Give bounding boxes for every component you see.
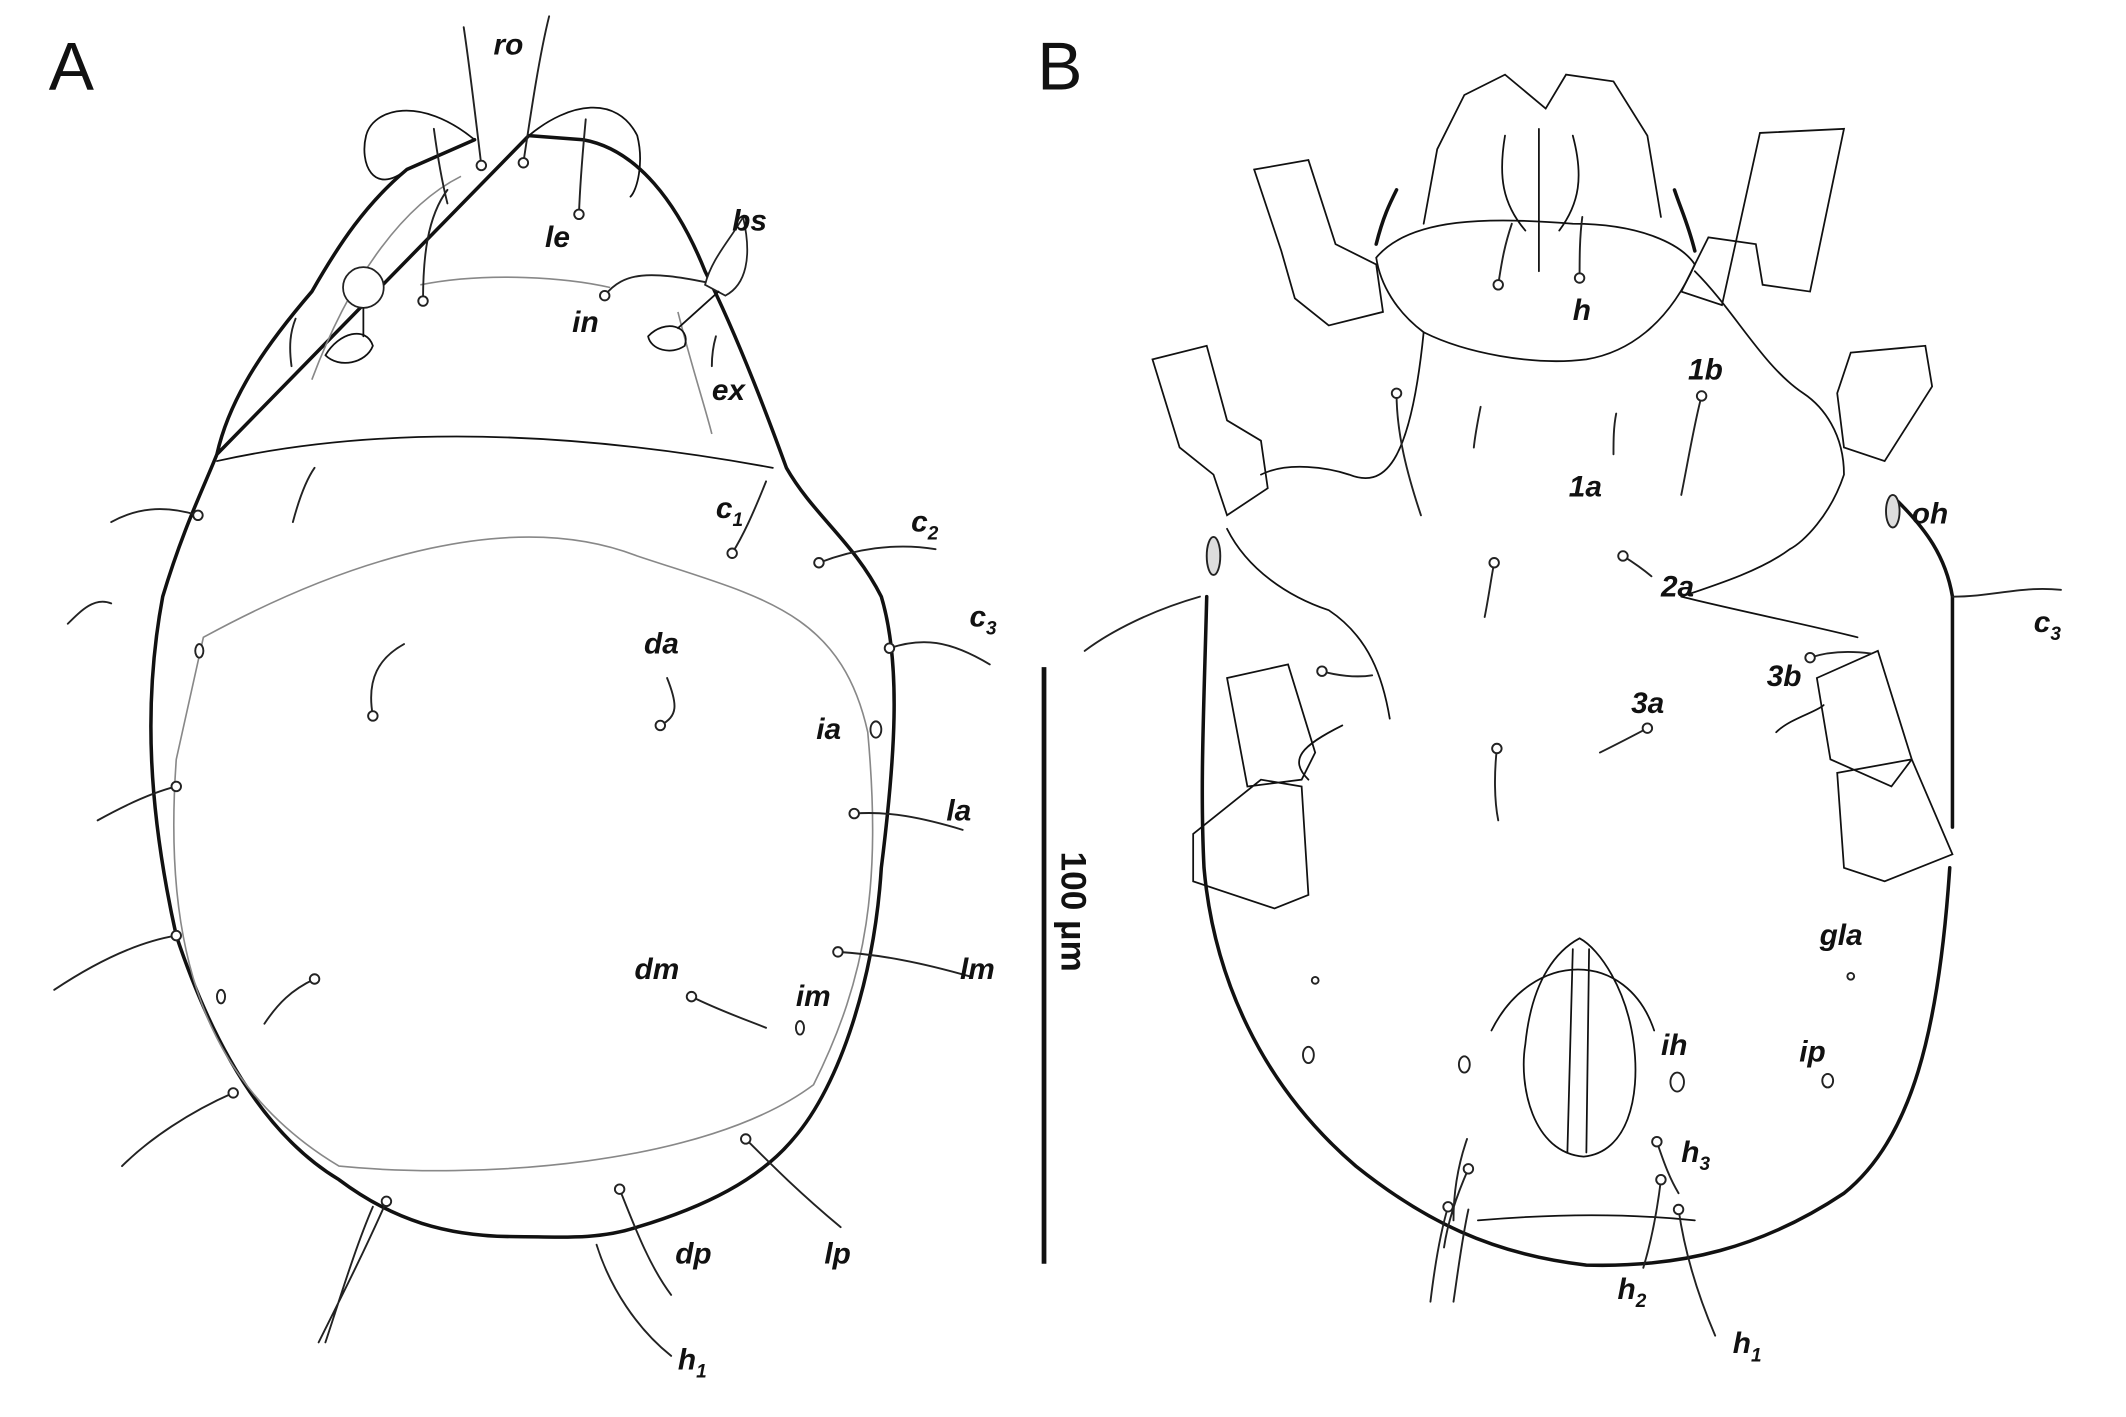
label-ex: ex [712, 374, 747, 407]
label-gla: gla [1819, 919, 1863, 952]
label-1a: 1a [1569, 470, 1602, 503]
label-in: in [572, 306, 599, 339]
label-c3: c3 [2034, 606, 2062, 645]
panel-label-b: B [1037, 30, 1082, 105]
body-outline [149, 133, 896, 1239]
label-h1: h1 [678, 1343, 707, 1382]
label-h2: h2 [1618, 1273, 1647, 1312]
sensillus-right [704, 214, 749, 297]
sensillus-left [342, 266, 385, 309]
label-1b: 1b [1688, 354, 1723, 387]
label-ip: ip [1799, 1036, 1826, 1069]
setae-b [1083, 216, 2062, 1337]
rostrum-lobes [363, 106, 641, 198]
label-dm: dm [635, 953, 680, 986]
seta-labels-b: h 1b 1a oh 2a c3 3b 3a gla ih ip h3 h2 h… [1569, 294, 2062, 1366]
label-la: la [946, 794, 971, 827]
body-outline [1200, 188, 1955, 1268]
label-3b: 3b [1767, 660, 1802, 693]
label-bs: bs [732, 205, 767, 238]
lamella-line [311, 175, 713, 435]
panel-a-dorsal-view: A ro le bs in [49, 15, 998, 1383]
setae-a [53, 15, 991, 1357]
panel-label-a: A [49, 30, 95, 105]
label-lp: lp [824, 1238, 850, 1271]
bothridium-left [324, 306, 374, 364]
bothridium-right [647, 290, 720, 352]
inner-outline [173, 536, 874, 1172]
label-h3: h3 [1681, 1136, 1710, 1175]
scale-bar-label: 100 µm [1054, 852, 1093, 972]
coxisternum [1226, 270, 1859, 781]
label-c2: c2 [911, 506, 939, 545]
prodorsum-boundary [216, 435, 774, 469]
label-le: le [545, 221, 570, 254]
legs [1151, 127, 1954, 910]
panel-b-ventral-view: B h 1b 1a oh 2a c3 3b [1037, 30, 2062, 1366]
label-h1: h1 [1733, 1327, 1762, 1366]
seta-labels-a: ro le bs in ex c1 c2 c3 da ia la lm dm i… [494, 28, 998, 1382]
label-c3: c3 [969, 600, 997, 639]
label-lm: lm [960, 953, 995, 986]
label-ih: ih [1661, 1029, 1688, 1062]
label-h: h [1573, 294, 1591, 327]
label-c1: c1 [716, 492, 743, 531]
genital-anal-plate [1477, 937, 1696, 1222]
label-ia: ia [816, 713, 841, 746]
label-3a: 3a [1631, 687, 1664, 720]
label-im: im [796, 980, 831, 1013]
label-2a: 2a [1660, 571, 1694, 604]
label-ro: ro [494, 28, 524, 61]
gnathosoma [1375, 73, 1696, 362]
label-dp: dp [675, 1238, 711, 1271]
scale-bar: 100 µm [1041, 667, 1093, 1264]
label-oh: oh [1912, 497, 1948, 530]
label-da: da [644, 628, 679, 661]
